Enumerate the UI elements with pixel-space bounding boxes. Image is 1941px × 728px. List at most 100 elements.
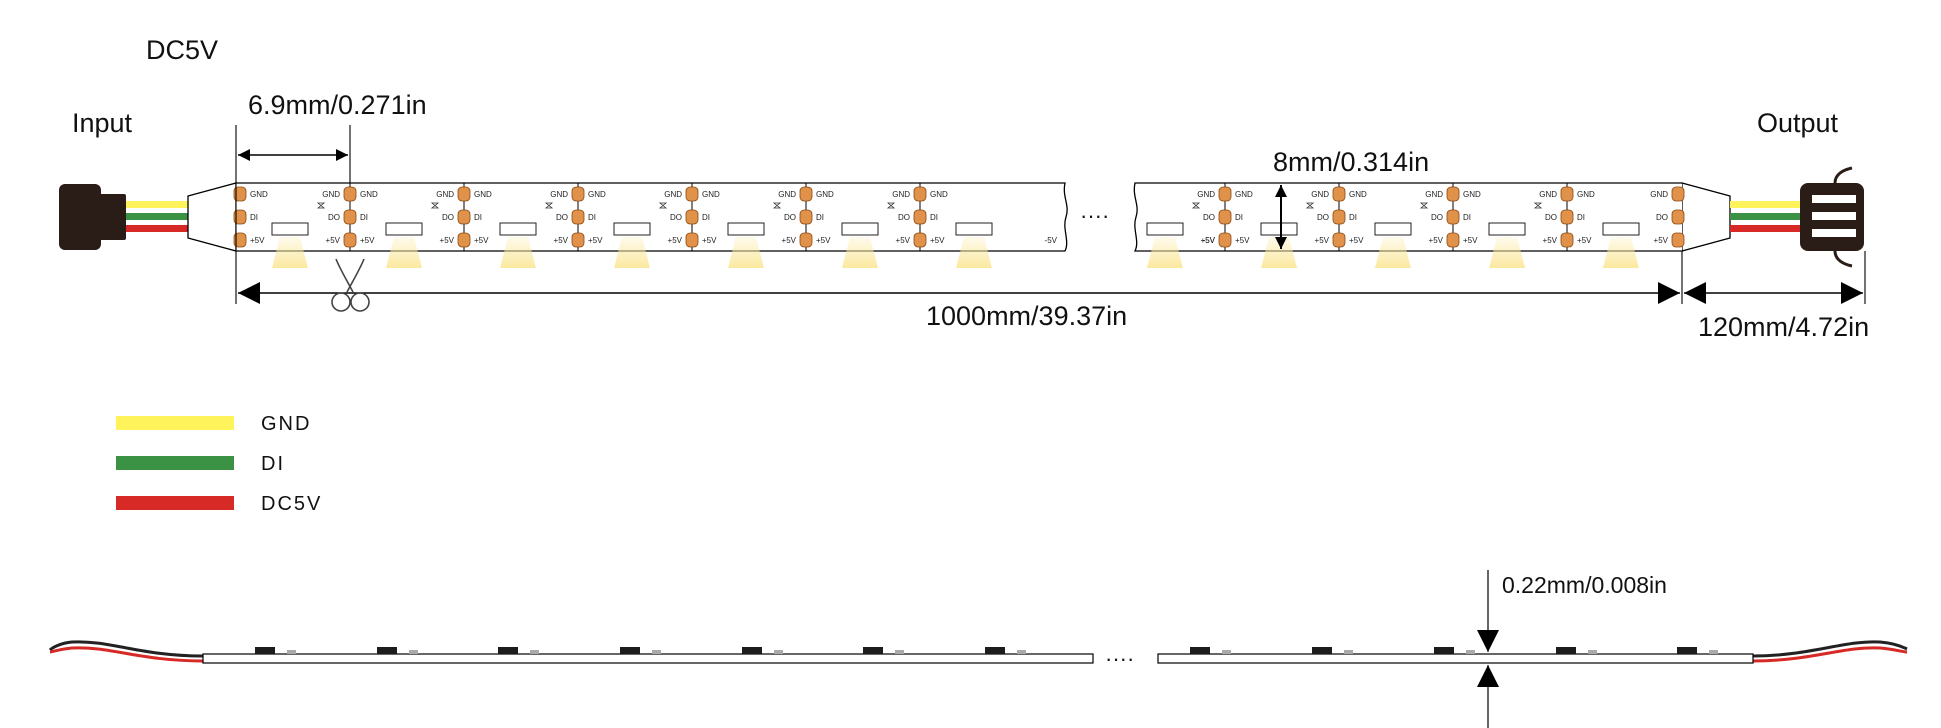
strip-end-pad: [233, 209, 247, 225]
pad-label-gnd: GND: [322, 190, 340, 199]
solder-pad: [457, 232, 471, 248]
solder-pad: [685, 209, 699, 225]
side-resistor: [1344, 650, 1353, 654]
side-wire-left-black: [48, 640, 204, 658]
solder-pad: [799, 186, 813, 202]
side-led-chip: [1556, 647, 1576, 654]
solder-pad: [343, 209, 357, 225]
legend-label: DC5V: [261, 493, 322, 515]
side-resistor: [895, 650, 904, 654]
led-chip: [1602, 222, 1640, 236]
solder-pad: [1218, 186, 1232, 202]
solder-pad: [571, 209, 585, 225]
side-led-chip: [863, 647, 883, 654]
solder-pad: [1560, 232, 1574, 248]
pad-label-gnd: GND: [1425, 190, 1443, 199]
capacitor-icon: [544, 202, 554, 209]
led-light-glow: [842, 237, 878, 268]
led-light-glow: [386, 237, 422, 268]
side-led-chip: [1312, 647, 1332, 654]
pad-label-di: DI: [1349, 213, 1357, 222]
pad-label-plus5v: +5V: [896, 236, 911, 245]
led-chip: [271, 222, 309, 236]
solder-pad: [1446, 186, 1460, 202]
side-resistor: [1017, 650, 1026, 654]
pad-label-plus5v: +5V: [702, 236, 717, 245]
input-strip-taper: [187, 182, 237, 252]
pad-label-di: DI: [588, 213, 596, 222]
input-connector: [59, 182, 237, 252]
led-light-glow: [272, 237, 308, 268]
solder-pad: [685, 232, 699, 248]
pad-label-plus5v: +5V: [782, 236, 797, 245]
pad-label-do: DO: [1431, 213, 1443, 222]
solder-pad: [1332, 232, 1346, 248]
capacitor-icon: [1419, 202, 1429, 209]
pad-label-di: DI: [250, 213, 258, 222]
solder-pad: [343, 232, 357, 248]
pad-label-do: DO: [1317, 213, 1329, 222]
led-light-glow: [728, 237, 764, 268]
led-light-glow: [1375, 237, 1411, 268]
strip-end-pad: [233, 232, 247, 248]
input-wire-yellow: [126, 201, 188, 208]
pad-label-gnd: GND: [474, 190, 492, 199]
side-resistor: [1466, 650, 1475, 654]
strip-segment-right: [1133, 182, 1682, 252]
capacitor-icon: [1533, 202, 1543, 209]
led-chip: [1260, 222, 1298, 236]
output-label: Output: [1757, 108, 1839, 138]
led-light-glow: [956, 237, 992, 268]
wire-legend: GND DI DC5V: [116, 413, 322, 515]
pad-label-do: DO: [328, 213, 340, 222]
side-led-chip: [255, 647, 275, 654]
pad-label-gnd: GND: [1463, 190, 1481, 199]
pad-label-gnd: GND: [588, 190, 606, 199]
side-resistor: [1588, 650, 1597, 654]
solder-pad: [1218, 232, 1232, 248]
pad-label-di: DI: [360, 213, 368, 222]
strip-end-pad: [1671, 209, 1685, 225]
capacitor-icon: [772, 202, 782, 209]
scissors-icon: [331, 258, 370, 312]
lead-length-label: 120mm/4.72in: [1698, 312, 1869, 342]
solder-pad: [1560, 186, 1574, 202]
pad-label-di: DI: [930, 213, 938, 222]
pad-label-gnd: GND: [1650, 190, 1668, 199]
legend-label: DI: [261, 453, 285, 475]
pad-label-gnd: GND: [436, 190, 454, 199]
voltage-title: DC5V: [146, 35, 218, 65]
solder-pad: [913, 232, 927, 248]
cut-length-label: 6.9mm/0.271in: [248, 90, 427, 120]
side-led-chip: [1677, 647, 1697, 654]
capacitor-icon: [658, 202, 668, 209]
solder-pad: [1332, 209, 1346, 225]
capacitor-icon: [1191, 202, 1201, 209]
side-resistor: [1709, 650, 1718, 654]
pad-label-di: DI: [702, 213, 710, 222]
pad-label-gnd: GND: [250, 190, 268, 199]
led-light-glow: [1147, 237, 1183, 268]
legend-label: GND: [261, 413, 311, 435]
led-chip: [385, 222, 423, 236]
solder-pad: [343, 186, 357, 202]
led-chip: [1374, 222, 1412, 236]
strip-end-pad: [233, 186, 247, 202]
pad-label-plus5v: +5V: [1349, 236, 1364, 245]
pad-label-do: DO: [1545, 213, 1557, 222]
input-connector-collar: [98, 194, 126, 240]
pad-label-plus5v: +5V: [668, 236, 683, 245]
output-connector-slot: [1812, 212, 1856, 220]
pad-label-plus5v: +5V: [816, 236, 831, 245]
pad-label-gnd: GND: [664, 190, 682, 199]
side-resistor: [1222, 650, 1231, 654]
led-chip: [727, 222, 765, 236]
pad-label-plus5v: +5V: [1235, 236, 1250, 245]
pad-label-minus5v: -5V: [1203, 236, 1216, 245]
solder-pad: [571, 186, 585, 202]
pad-label-gnd: GND: [1539, 190, 1557, 199]
pad-label-plus5v: +5V: [440, 236, 455, 245]
led-chip: [1488, 222, 1526, 236]
output-connector-slot: [1812, 229, 1856, 237]
pad-label-do: DO: [784, 213, 796, 222]
